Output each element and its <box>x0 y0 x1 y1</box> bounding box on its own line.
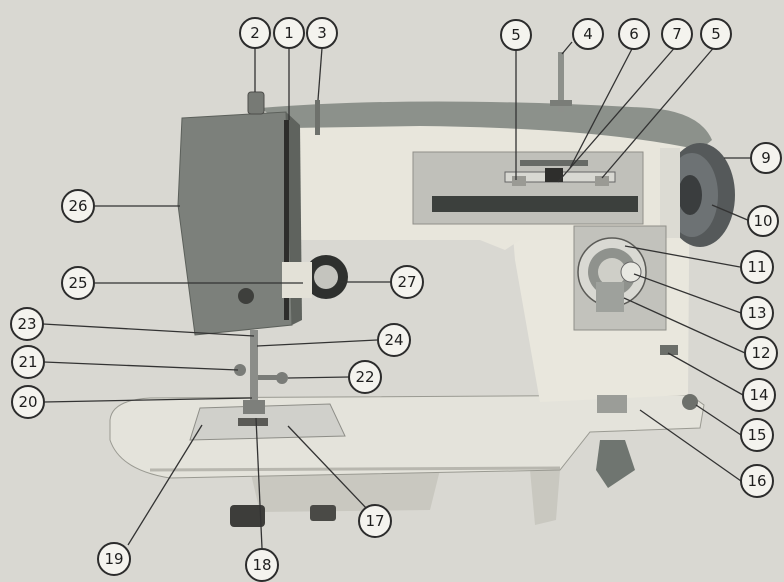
label-5-right: 5 <box>700 18 732 50</box>
svg-text:18: 18 <box>252 556 271 574</box>
svg-text:24: 24 <box>384 331 403 349</box>
label-19: 19 <box>97 542 131 576</box>
label-3: 3 <box>306 17 338 49</box>
svg-text:1: 1 <box>284 24 294 42</box>
svg-text:5: 5 <box>711 25 721 43</box>
label-12: 12 <box>744 336 778 370</box>
svg-text:9: 9 <box>761 149 771 167</box>
label-13: 13 <box>740 296 774 330</box>
svg-text:25: 25 <box>68 274 87 292</box>
label-7: 7 <box>661 18 693 50</box>
svg-text:19: 19 <box>104 550 123 568</box>
svg-text:13: 13 <box>747 304 766 322</box>
leader-lines <box>42 41 754 549</box>
svg-text:23: 23 <box>17 315 36 333</box>
svg-text:11: 11 <box>747 258 766 276</box>
svg-text:16: 16 <box>747 472 766 490</box>
handwheel <box>660 143 735 247</box>
svg-text:6: 6 <box>629 25 639 43</box>
dial-panel <box>573 225 667 331</box>
svg-text:22: 22 <box>355 368 374 386</box>
label-22: 22 <box>348 360 382 394</box>
svg-text:7: 7 <box>672 25 682 43</box>
machine-base <box>150 470 560 527</box>
needle-assembly <box>234 330 288 414</box>
label-5-left: 5 <box>500 19 532 51</box>
side-controls <box>596 345 698 488</box>
label-17: 17 <box>358 504 392 538</box>
label-21: 21 <box>11 345 45 379</box>
svg-text:17: 17 <box>365 512 384 530</box>
label-24: 24 <box>377 323 411 357</box>
svg-text:12: 12 <box>751 344 770 362</box>
label-26: 26 <box>61 189 95 223</box>
svg-text:2: 2 <box>250 24 260 42</box>
svg-text:5: 5 <box>511 26 521 44</box>
label-18: 18 <box>245 548 279 582</box>
label-1: 1 <box>273 17 305 49</box>
label-16: 16 <box>740 464 774 498</box>
svg-text:14: 14 <box>749 386 768 404</box>
label-23: 23 <box>10 307 44 341</box>
svg-text:3: 3 <box>317 24 327 42</box>
svg-text:4: 4 <box>583 25 593 43</box>
stitch-panel <box>412 151 644 225</box>
svg-text:10: 10 <box>753 212 772 230</box>
label-25: 25 <box>61 266 95 300</box>
top-controls <box>247 52 572 135</box>
label-10: 10 <box>747 205 779 237</box>
svg-text:15: 15 <box>747 426 766 444</box>
throat-plate <box>189 403 346 441</box>
svg-text:26: 26 <box>68 197 87 215</box>
machine-head <box>177 111 302 336</box>
svg-text:21: 21 <box>18 353 37 371</box>
svg-text:20: 20 <box>18 393 37 411</box>
label-20: 20 <box>11 385 45 419</box>
label-15: 15 <box>740 418 774 452</box>
tension-dial <box>282 255 348 299</box>
svg-text:27: 27 <box>397 273 416 291</box>
label-11: 11 <box>740 250 774 284</box>
label-14: 14 <box>742 378 776 412</box>
label-2: 2 <box>239 17 271 49</box>
callout-labels: 2 1 3 5 4 6 7 5 9 10 26 11 25 27 13 23 2… <box>10 17 782 582</box>
label-6: 6 <box>618 18 650 50</box>
label-4: 4 <box>572 18 604 50</box>
label-9: 9 <box>750 142 782 174</box>
label-27: 27 <box>390 265 424 299</box>
